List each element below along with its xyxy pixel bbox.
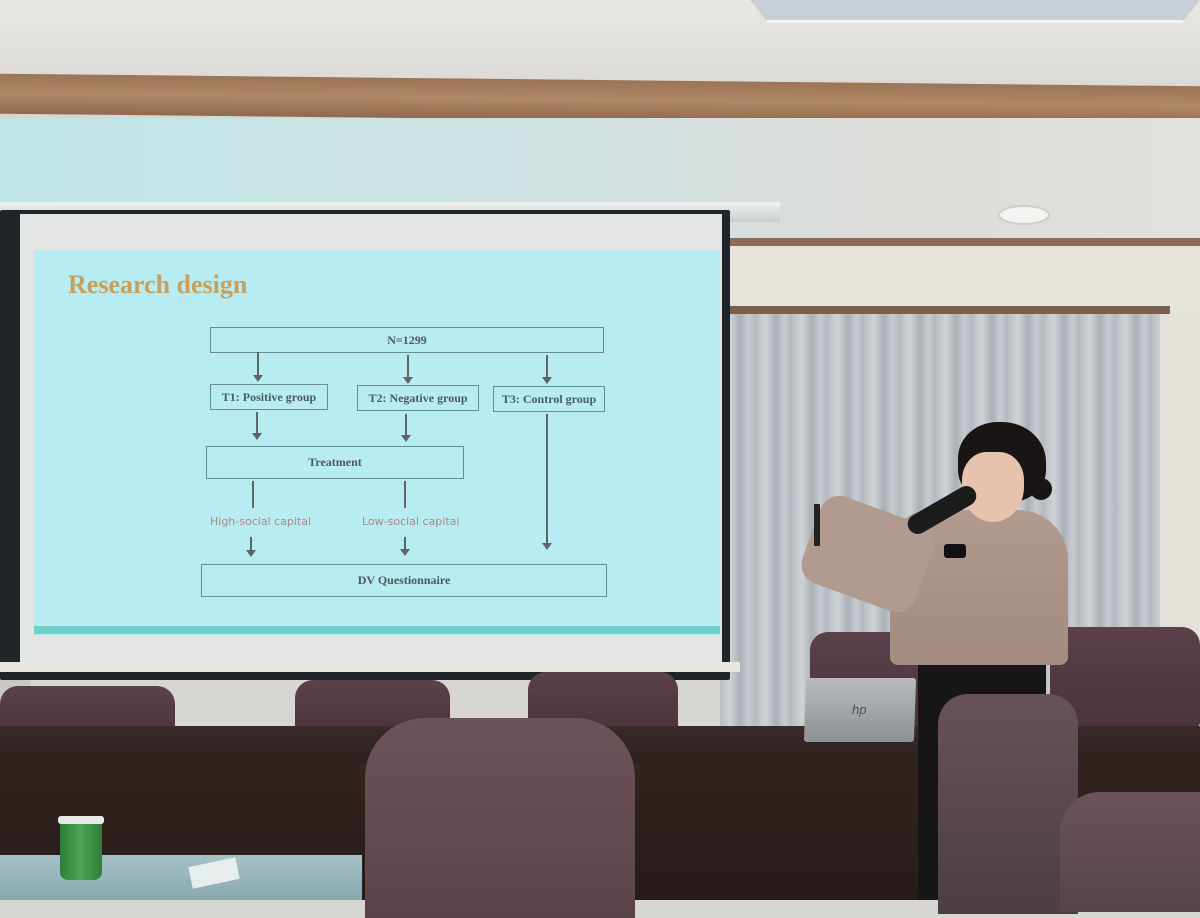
screen-bottom-bar xyxy=(0,662,740,672)
arrow-down-icon xyxy=(246,537,256,557)
outcome-box: DV Questionnaire xyxy=(201,564,607,597)
laptop-logo: hp xyxy=(852,702,867,717)
arrow-down-icon xyxy=(253,352,263,382)
foreground-chair xyxy=(365,718,635,918)
wall-trim xyxy=(720,238,1200,246)
condition-label-low: Low-social capital xyxy=(362,515,460,528)
group-box-t1: T1: Positive group xyxy=(210,384,328,410)
cup-lid xyxy=(58,816,104,824)
foreground-chair-right xyxy=(938,694,1078,914)
slide xyxy=(34,250,720,635)
glass-table xyxy=(0,855,362,900)
ceiling-light xyxy=(998,205,1050,225)
presenter-hair-bun xyxy=(1030,478,1052,500)
connector-line xyxy=(252,481,254,508)
arrow-down-icon xyxy=(403,355,413,384)
smartwatch xyxy=(944,544,966,558)
paper-cup xyxy=(60,818,102,880)
skylight xyxy=(750,0,1200,23)
slide-title: Research design xyxy=(68,270,248,299)
presentation-clicker xyxy=(814,504,820,546)
arrow-down-icon xyxy=(252,412,262,440)
arrow-down-icon xyxy=(401,414,411,442)
condition-label-high: High-social capital xyxy=(210,515,312,528)
wall xyxy=(720,246,1200,316)
foreground-chair-far-right xyxy=(1060,792,1200,912)
arrow-down-icon xyxy=(542,414,552,550)
curtain-rod xyxy=(720,306,1170,314)
slide-footer-band xyxy=(34,626,720,634)
group-box-t3: T3: Control group xyxy=(493,386,605,412)
group-box-t2: T2: Negative group xyxy=(357,385,479,411)
arrow-down-icon xyxy=(400,537,410,556)
arrow-down-icon xyxy=(542,355,552,384)
treatment-box: Treatment xyxy=(206,446,464,479)
sample-box: N=1299 xyxy=(210,327,604,353)
connector-line xyxy=(404,481,406,508)
